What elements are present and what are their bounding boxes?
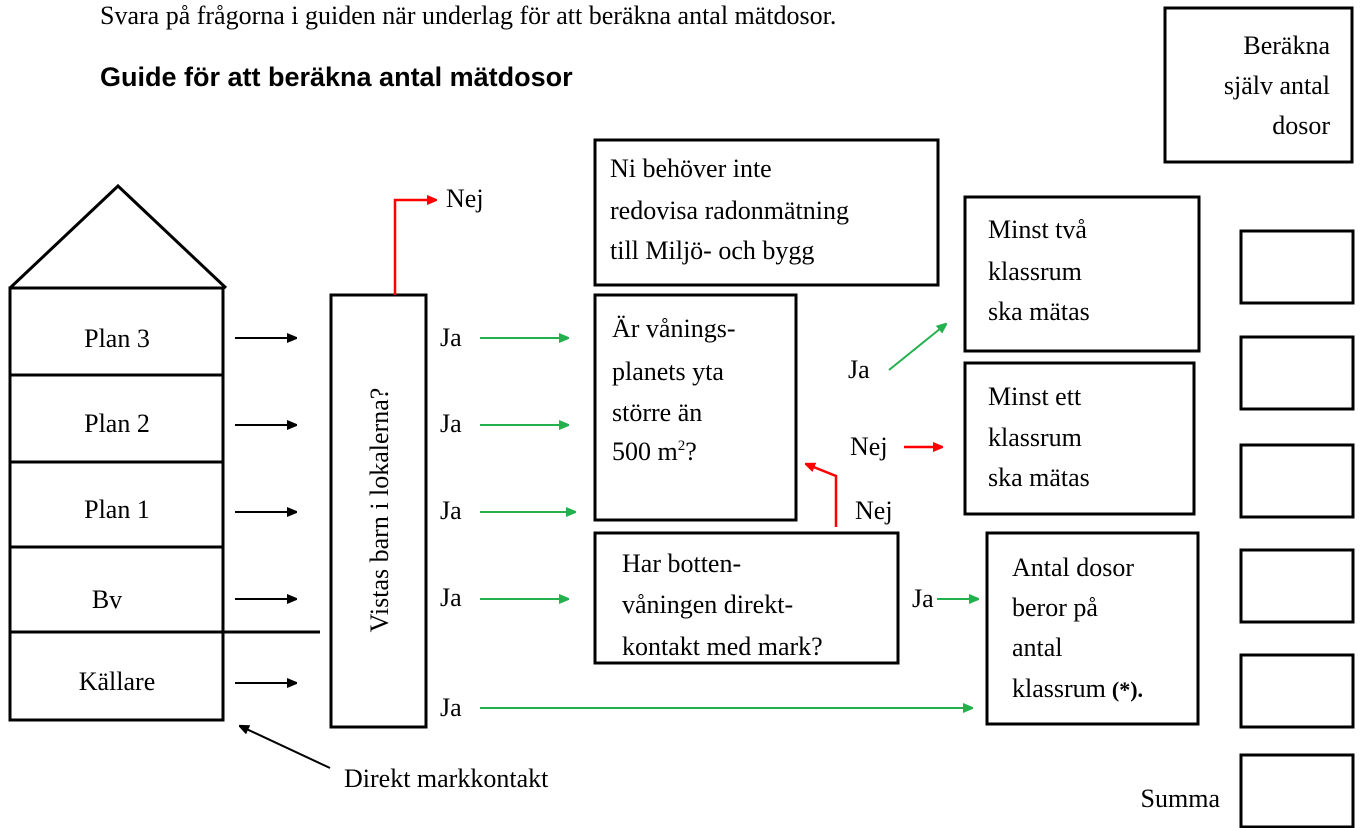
instruction-text: Svara på frågorna i guiden när underlag … [100, 1, 836, 30]
house-outline [8, 286, 225, 722]
label-yes-bv: Ja [440, 583, 462, 612]
house-roof [8, 183, 228, 290]
no-report-line: Ni behöver inte [610, 154, 772, 183]
no-report-line: till Miljö- och bygg [610, 236, 814, 265]
label-yes-plan2: Ja [440, 409, 462, 438]
label-yes-plan3: Ja [440, 323, 462, 352]
floor-label-bv: Bv [92, 585, 122, 614]
ground-contact-line: våningen direkt- [622, 590, 793, 619]
area-question-line: Är vånings- [612, 314, 735, 343]
house: Plan 3 Plan 2 Plan 1 Bv Källare [8, 286, 320, 722]
label-no-area: Nej [850, 432, 888, 461]
count-input-box-4[interactable] [1239, 548, 1355, 624]
self-calc-line: dosor [1272, 111, 1330, 140]
count-input-box-3[interactable] [1239, 443, 1355, 519]
depends-line: antal [1012, 633, 1063, 662]
one-room-line: ska mätas [988, 463, 1090, 492]
label-no-children: Nej [446, 184, 484, 213]
area-question-line: 500 m2? [612, 437, 697, 466]
no-report-line: redovisa radonmätning [610, 196, 849, 225]
two-rooms-line: klassrum [988, 257, 1082, 286]
label-yes-ground-contact: Ja [912, 584, 934, 613]
depends-line: klassrum(*). [1012, 674, 1143, 703]
label-yes-area: Ja [848, 355, 870, 384]
self-calc-line: själv antal [1224, 71, 1330, 100]
arrow-no-ground-contact [806, 464, 838, 527]
no-report-box: Ni behöver inte redovisa radonmätning ti… [593, 138, 940, 287]
label-no-ground-contact: Nej [855, 496, 893, 525]
area-question-line: större än [612, 398, 702, 427]
area-question-line: planets yta [612, 357, 724, 386]
floor-label-plan2: Plan 2 [84, 409, 150, 438]
sum-input-box[interactable] [1239, 753, 1355, 828]
one-room-line: klassrum [988, 423, 1082, 452]
count-input-box-1[interactable] [1239, 229, 1355, 305]
two-rooms-box: Minst två klassrum ska mätas [963, 195, 1201, 353]
floor-label-plan1: Plan 1 [84, 495, 150, 524]
ground-contact-label: Direkt markkontakt [344, 764, 549, 793]
arrow-ground-contact-note [240, 726, 331, 769]
question-children-box: Vistas barn i lokalerna? [329, 293, 428, 729]
page-title: Guide för att beräkna antal mätdosor [100, 62, 573, 92]
one-room-box: Minst ett klassrum ska mätas [963, 361, 1196, 516]
question-children-text: Vistas barn i lokalerna? [365, 388, 394, 633]
two-rooms-line: ska mätas [988, 297, 1090, 326]
ground-contact-box: Har botten- våningen direkt- kontakt med… [593, 531, 900, 665]
depends-line: Antal dosor [1012, 553, 1134, 582]
one-room-line: Minst ett [988, 382, 1082, 411]
self-calc-box: Beräkna själv antal dosor [1163, 6, 1354, 164]
arrow-yes-area [888, 324, 946, 371]
arrow-no-children [393, 200, 436, 295]
floor-label-kallare: Källare [79, 667, 156, 696]
floor-label-plan3: Plan 3 [84, 324, 150, 353]
count-input-box-5[interactable] [1239, 653, 1355, 729]
sum-label: Summa [1141, 784, 1221, 813]
depends-box: Antal dosor beror på antal klassrum(*). [985, 531, 1200, 726]
depends-line: beror på [1012, 593, 1098, 622]
two-rooms-line: Minst två [988, 215, 1087, 244]
area-question-box: Är vånings- planets yta större än 500 m2… [593, 293, 798, 522]
self-calc-line: Beräkna [1243, 31, 1330, 60]
ground-contact-line: Har botten- [622, 549, 741, 578]
label-yes-plan1: Ja [440, 496, 462, 525]
count-input-box-2[interactable] [1239, 335, 1355, 411]
label-yes-kallare: Ja [440, 693, 462, 722]
ground-contact-line: kontakt med mark? [622, 632, 823, 661]
